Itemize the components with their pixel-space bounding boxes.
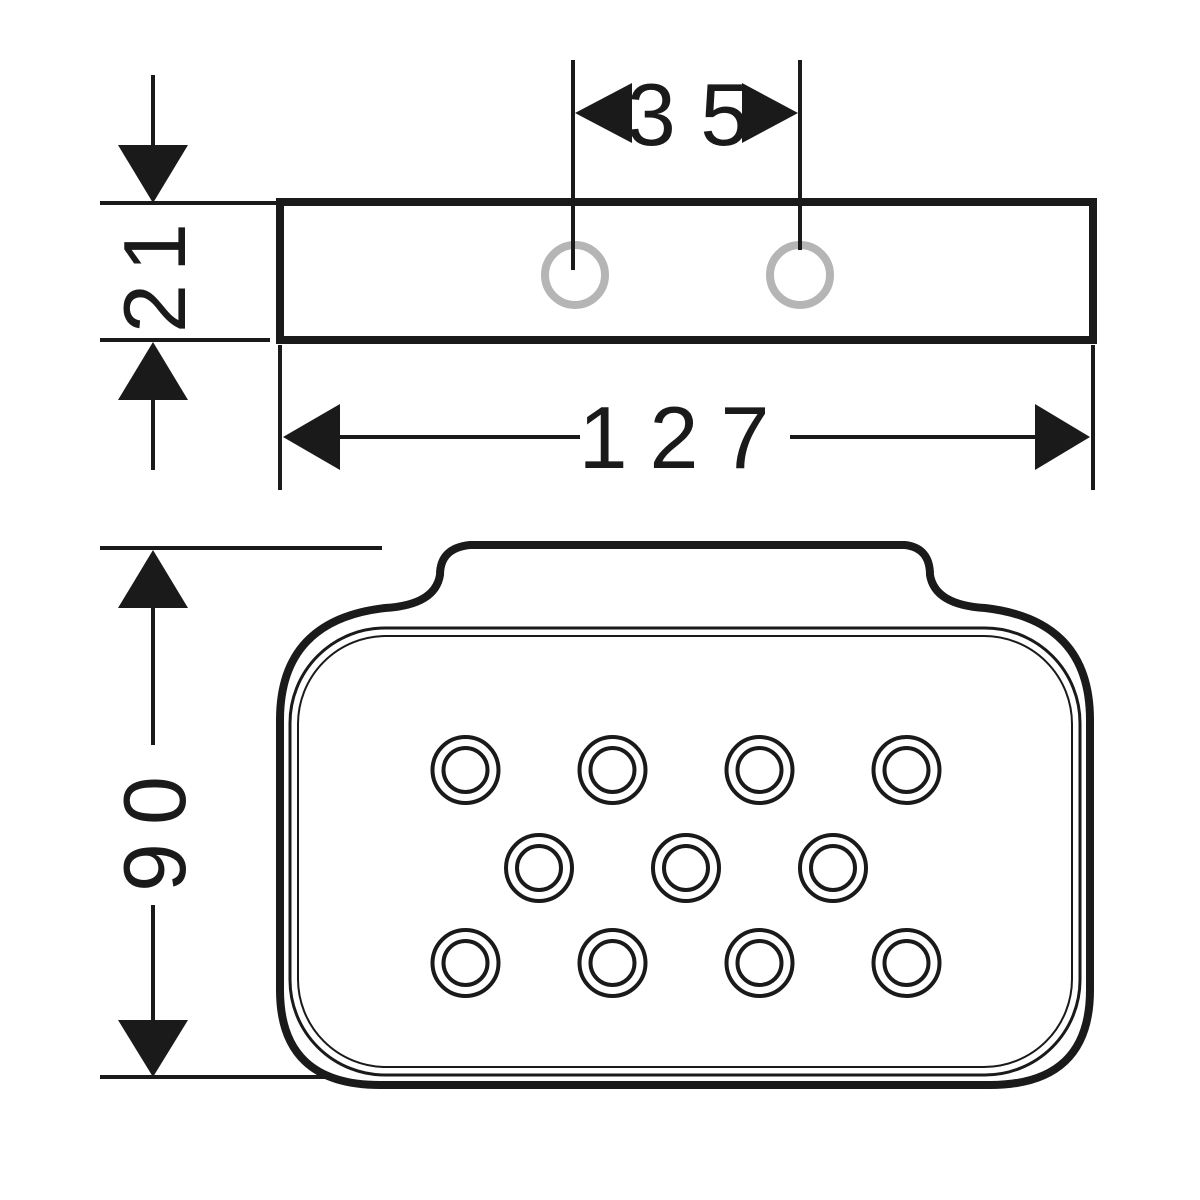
drain-holes <box>430 735 942 998</box>
mount-hole-right <box>766 241 834 309</box>
dimension-depth <box>100 546 382 1079</box>
drain-hole-inner <box>662 844 710 892</box>
drain-hole <box>577 928 648 998</box>
label-width: 127 <box>579 388 792 487</box>
drain-hole <box>798 833 868 903</box>
label-height: 21 <box>105 211 204 333</box>
drain-hole <box>430 735 501 805</box>
drain-hole <box>871 928 942 998</box>
top-view-outline <box>276 541 1094 1089</box>
label-depth: 90 <box>105 758 204 892</box>
top-view-inner-rim-2 <box>297 635 1073 1068</box>
dimension-width <box>278 345 1095 490</box>
drain-hole <box>724 735 795 805</box>
drain-hole-inner <box>515 844 563 892</box>
drain-hole <box>871 735 942 805</box>
dimension-hole-spacing <box>571 60 802 270</box>
drain-hole <box>430 928 501 998</box>
drain-hole-inner <box>588 939 637 987</box>
side-view-outline <box>276 198 1097 344</box>
drain-hole-inner <box>441 939 490 987</box>
drain-hole-inner <box>441 746 490 794</box>
dimension-height <box>100 75 278 470</box>
drain-hole-inner <box>735 746 784 794</box>
drain-hole <box>724 928 795 998</box>
top-view-inner-rim <box>288 626 1082 1077</box>
drain-hole-inner <box>882 746 931 794</box>
drain-hole <box>651 833 721 903</box>
drain-hole <box>577 735 648 805</box>
label-hole-spacing: 3 5 <box>627 65 749 164</box>
drain-hole-inner <box>735 939 784 987</box>
drain-hole-inner <box>882 939 931 987</box>
drain-hole-inner <box>809 844 857 892</box>
drain-hole-inner <box>588 746 637 794</box>
drain-hole <box>504 833 574 903</box>
